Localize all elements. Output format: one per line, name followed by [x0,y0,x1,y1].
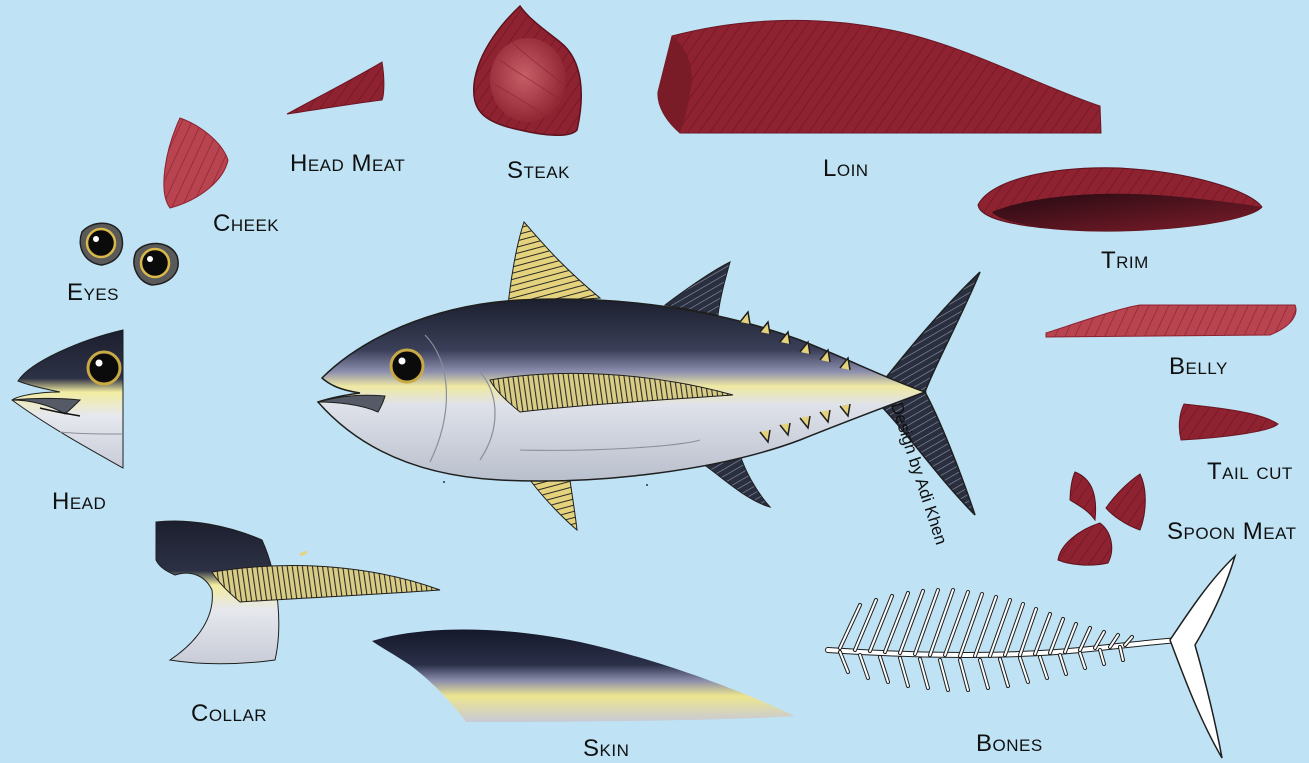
pelvic-fin [530,480,577,530]
steak-cut [474,6,582,135]
label-steak: Steak [507,157,570,185]
head-meat-cut [287,62,384,114]
eyes-cut [80,223,178,285]
skin-cut [372,630,795,723]
label-belly: Belly [1169,353,1228,381]
label-tail-cut: Tail cut [1207,458,1293,486]
label-cheek: Cheek [213,210,279,238]
spoon-meat-cut [1058,472,1145,565]
tail-cut [1179,404,1278,440]
dorsal-fin [508,222,600,305]
trim-cut [978,168,1262,231]
label-spoon-meat: Spoon Meat [1167,518,1297,546]
eye-right-icon [134,243,178,285]
eye-left-icon [80,223,122,265]
label-head-meat: Head Meat [290,150,405,178]
second-dorsal-fin [665,262,730,315]
label-bones: Bones [976,730,1043,758]
label-trim: Trim [1101,247,1149,275]
whole-tuna [318,222,980,530]
label-collar: Collar [191,700,267,728]
label-loin: Loin [823,155,869,183]
label-skin: Skin [583,735,629,763]
label-head: Head [52,488,106,516]
belly-cut [1046,305,1296,337]
label-eyes: Eyes [67,279,119,307]
loin-cut [658,20,1101,133]
head-cut [12,330,123,468]
cheek-cut [164,118,228,208]
bones-skeleton [828,556,1235,758]
